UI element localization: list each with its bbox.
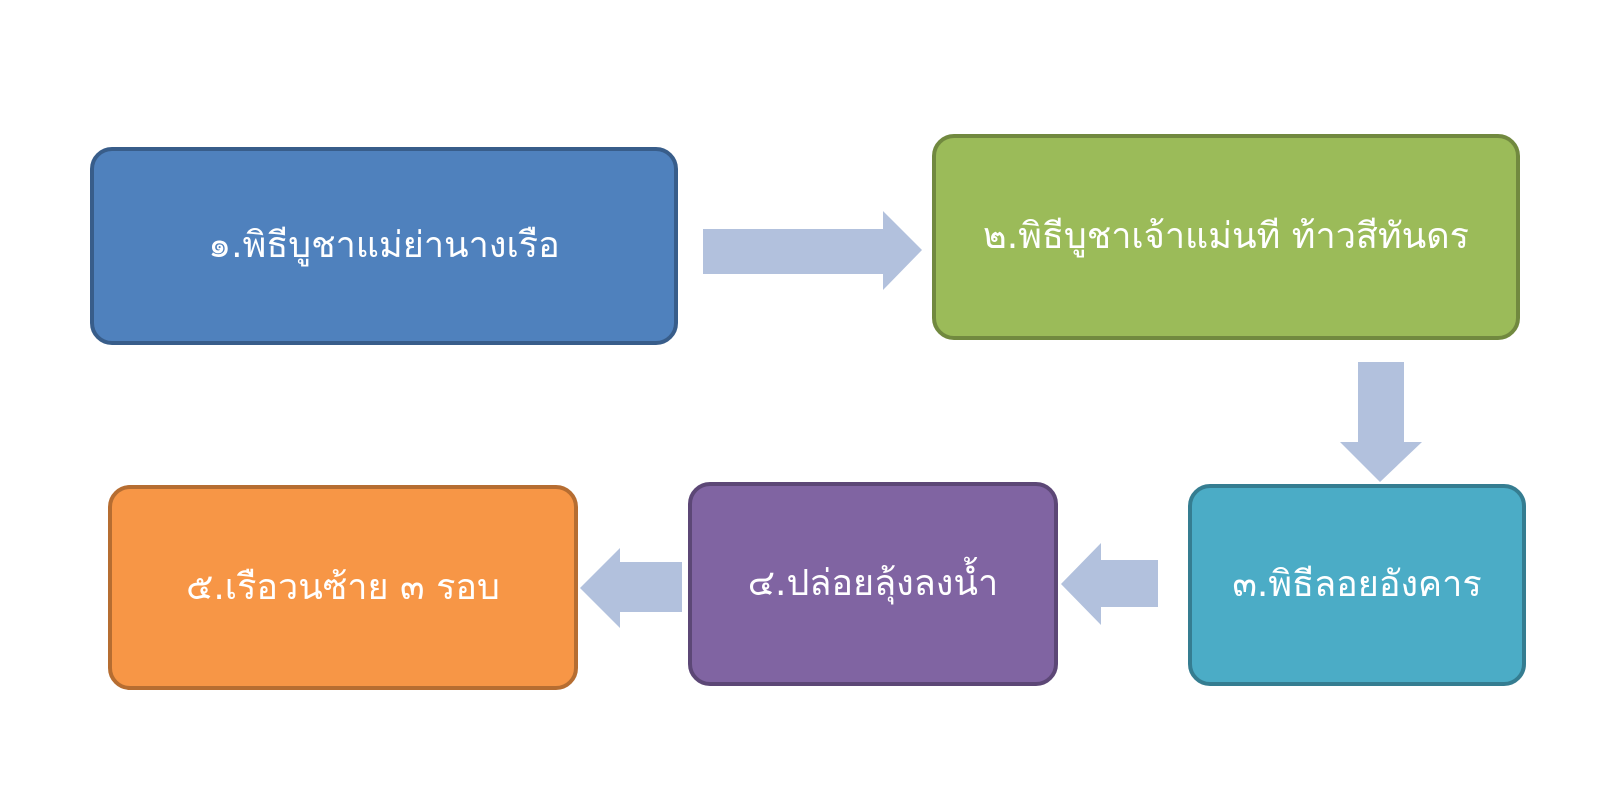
- step-2-label: ๒.พิธีบูชาเจ้าแม่นที ท้าวสีทันดร: [983, 216, 1469, 258]
- step-5-label: ๕.เรือวนซ้าย ๓ รอบ: [186, 566, 500, 608]
- step-4-label: ๔.ปล่อยลุ้งลงน้ำ: [747, 563, 999, 605]
- step-3-label: ๓.พิธีลอยอังคาร: [1232, 564, 1482, 606]
- step-1-box: ๑.พิธีบูชาแม่ย่านางเรือ: [90, 147, 678, 345]
- arrow-step1-to-step2: [703, 211, 922, 290]
- arrow-step3-to-step4: [1061, 543, 1158, 625]
- arrow-step2-to-step3: [1340, 362, 1422, 482]
- step-5-box: ๕.เรือวนซ้าย ๓ รอบ: [108, 485, 578, 690]
- step-3-box: ๓.พิธีลอยอังคาร: [1188, 484, 1526, 686]
- arrow-step4-to-step5: [580, 548, 682, 628]
- step-2-box: ๒.พิธีบูชาเจ้าแม่นที ท้าวสีทันดร: [932, 134, 1520, 340]
- step-4-box: ๔.ปล่อยลุ้งลงน้ำ: [688, 482, 1058, 686]
- step-1-label: ๑.พิธีบูชาแม่ย่านางเรือ: [208, 225, 560, 267]
